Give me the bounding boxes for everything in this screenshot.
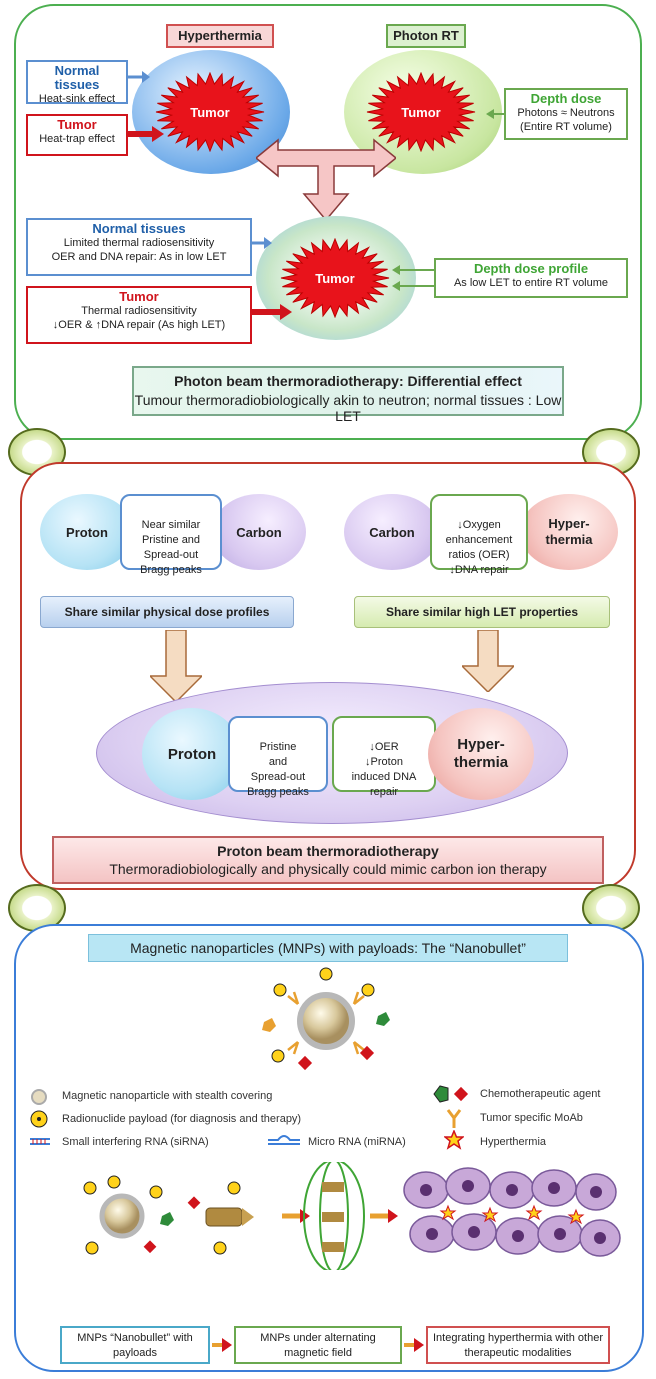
hyperthermia-label: Hyperthermia xyxy=(166,24,274,48)
bragg-peaks-text: Near similar Pristine and Spread-out Bra… xyxy=(140,519,202,576)
depth-dose-profile-box: Depth dose profile As low LET to entire … xyxy=(434,258,628,298)
normal-tissues-2-text-1: Limited thermal radiosensitivity xyxy=(63,237,215,249)
proton-bubble: Proton xyxy=(40,494,134,570)
carbon-bubble-2: Carbon xyxy=(344,494,440,570)
tumor-2-text-2: ↓OER & ↑DNA repair (As high LET) xyxy=(52,319,226,331)
red-arrow-2 xyxy=(252,304,292,320)
nanoparticle-legend-icon xyxy=(31,1089,47,1105)
tumor-2-title: Tumor xyxy=(119,289,159,304)
depth-dose-text-2: (Entire RT volume) xyxy=(520,121,612,133)
combo-oer-text: ↓OER ↓Proton induced DNA repair xyxy=(351,741,417,798)
share-physical-text: Share similar physical dose profiles xyxy=(64,605,270,619)
tumor-star-1 xyxy=(155,72,265,152)
photon-summary-title: Photon beam thermoradiotherapy: Differen… xyxy=(174,373,522,389)
share-let-text: Share similar high LET properties xyxy=(385,605,579,619)
hyperthermia-bubble-2: Hyper- thermia xyxy=(428,708,534,800)
step-3-box: Integrating hyperthermia with other ther… xyxy=(426,1326,610,1364)
nanoparticle-illustration xyxy=(262,967,390,1071)
photon-rt-label: Photon RT xyxy=(386,24,466,48)
proton-summary-title: Proton beam thermoradiotherapy xyxy=(217,843,439,859)
proton-bubble-label: Proton xyxy=(66,524,108,540)
down-arrow-left xyxy=(150,630,202,702)
nanobullet-title: Magnetic nanoparticles (MNPs) with paylo… xyxy=(130,940,526,956)
carbon-bubble-1-label: Carbon xyxy=(236,524,282,540)
nanobullet-title-box: Magnetic nanoparticles (MNPs) with paylo… xyxy=(88,934,568,962)
step-3-text: Integrating hyperthermia with other ther… xyxy=(433,1332,603,1359)
sirna-icon xyxy=(30,1138,50,1145)
chemo-icon xyxy=(433,1085,469,1103)
proton-bubble-2: Proton xyxy=(142,708,242,800)
photon-rt-label-text: Photon RT xyxy=(393,28,459,43)
legend-moab: Tumor specific MoAb xyxy=(480,1112,583,1124)
combo-oer-box: ↓OER ↓Proton induced DNA repair xyxy=(332,716,436,798)
green-arrow-2 xyxy=(392,265,434,291)
legend-radio: Radionuclide payload (for diagnosis and … xyxy=(62,1113,302,1125)
carbon-bubble-2-label: Carbon xyxy=(369,524,415,540)
depth-dose-text-1: Photons ≈ Neutrons xyxy=(517,107,615,119)
moab-icon xyxy=(446,1109,462,1128)
blue-arrow-2 xyxy=(250,237,272,249)
green-arrow-1 xyxy=(486,109,506,119)
hyperthermia-bubble-1: Hyper- thermia xyxy=(520,494,618,570)
step-1-text: MNPs “Nanobullet” with payloads xyxy=(77,1332,193,1359)
hyperthermia-bubble-1-label: Hyper- thermia xyxy=(545,516,593,547)
proton-summary-box: Proton beam thermoradiotherapy Thermorad… xyxy=(52,836,604,884)
proton-summary-text: Thermoradiobiologically and physically c… xyxy=(109,861,547,877)
normal-tissues-title: Normal tissues xyxy=(54,63,100,92)
step-2-box: MNPs under alternating magnetic field xyxy=(234,1326,402,1364)
step-1-box: MNPs “Nanobullet” with payloads xyxy=(60,1326,210,1364)
step-arrow-1 xyxy=(212,1338,232,1352)
tumor-label-3: Tumor xyxy=(315,270,355,286)
oer-box: ↓Oxygen enhancement ratios (OER) ↓DNA re… xyxy=(430,494,528,576)
depth-dose-profile-title: Depth dose profile xyxy=(473,261,589,276)
mirna-icon xyxy=(268,1135,300,1145)
photon-summary-text: Tumour thermoradiobiologically akin to n… xyxy=(134,392,562,424)
legend-hyper: Hyperthermia xyxy=(480,1136,547,1148)
oer-text: ↓Oxygen enhancement ratios (OER) ↓DNA re… xyxy=(445,519,513,576)
nanobullet-process-illustration xyxy=(83,1162,621,1270)
down-arrow-right xyxy=(462,630,514,692)
legend-sirna: Small interfering RNA (siRNA) xyxy=(62,1136,209,1148)
share-let-box: Share similar high LET properties xyxy=(354,596,610,628)
normal-tissues-box-2: Normal tissues Limited thermal radiosens… xyxy=(26,218,252,276)
step-arrow-2 xyxy=(404,1338,424,1352)
normal-tissues-2-title: Normal tissues xyxy=(92,221,186,236)
tumor-label-1: Tumor xyxy=(190,104,230,120)
bragg-peaks-box: Near similar Pristine and Spread-out Bra… xyxy=(120,494,222,576)
tumor-text: Heat-trap effect xyxy=(39,133,115,145)
legend-mirna: Micro RNA (miRNA) xyxy=(308,1136,406,1148)
depth-dose-title: Depth dose xyxy=(530,91,602,106)
share-physical-box: Share similar physical dose profiles xyxy=(40,596,294,628)
red-arrow-1 xyxy=(128,126,164,142)
tumor-label-2: Tumor xyxy=(401,104,441,120)
normal-tissues-2-text-2: OER and DNA repair: As in low LET xyxy=(51,251,227,263)
combo-bragg-text: Pristine and Spread-out Bragg peaks xyxy=(247,741,309,798)
photon-summary-box: Photon beam thermoradiotherapy: Differen… xyxy=(132,366,564,424)
depth-dose-box: Depth dose Photons ≈ Neutrons (Entire RT… xyxy=(504,88,628,140)
combo-bragg-box: Pristine and Spread-out Bragg peaks xyxy=(228,716,328,798)
tumor-title: Tumor xyxy=(57,117,97,132)
hyperthermia-bubble-2-label: Hyper- thermia xyxy=(453,736,509,771)
normal-tissues-box: Normal tissues Heat-sink effect xyxy=(26,60,128,105)
tumor-heat-trap-box: Tumor Heat-trap effect xyxy=(26,114,128,156)
hyperthermia-star-icon xyxy=(444,1130,464,1150)
hyperthermia-label-text: Hyperthermia xyxy=(178,28,262,43)
tumor-2-text-1: Thermal radiosensitivity xyxy=(81,305,197,317)
legend-mnp: Magnetic nanoparticle with stealth cover… xyxy=(62,1090,273,1102)
normal-tissues-text: Heat-sink effect xyxy=(38,93,116,105)
depth-dose-profile-text: As low LET to entire RT volume xyxy=(453,277,609,289)
carbon-bubble-1: Carbon xyxy=(212,494,306,570)
merge-arrow xyxy=(256,138,396,220)
tumor-box-2: Tumor Thermal radiosensitivity ↓OER & ↑D… xyxy=(26,286,252,344)
radionuclide-icon xyxy=(30,1110,48,1128)
tumor-star-2 xyxy=(366,72,476,152)
blue-arrow-1 xyxy=(128,71,150,83)
step-2-text: MNPs under alternating magnetic field xyxy=(260,1332,376,1359)
tumor-star-3 xyxy=(280,238,390,318)
legend-chemo: Chemotherapeutic agent xyxy=(480,1088,601,1100)
proton-bubble-2-label: Proton xyxy=(167,745,217,763)
